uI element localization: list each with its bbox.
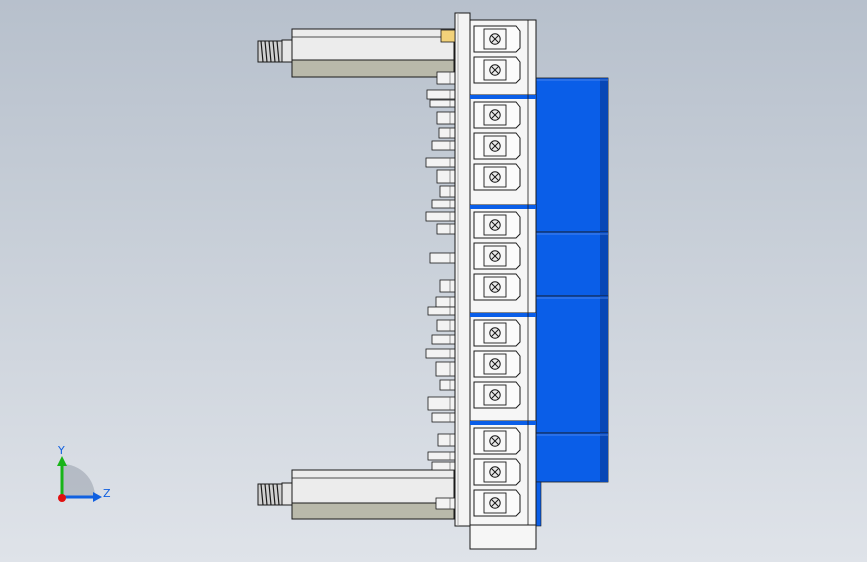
smd-component [427, 451, 456, 461]
relay [535, 432, 609, 483]
standoff-top [257, 28, 455, 78]
terminal-screw[interactable] [473, 56, 521, 84]
smd-component [436, 71, 456, 85]
pcb-components [425, 71, 456, 510]
standoffs [257, 28, 455, 520]
relay [535, 295, 609, 434]
thread-top [257, 40, 283, 63]
smd-component [427, 396, 456, 411]
terminal-screw[interactable] [473, 273, 521, 301]
smd-component [438, 127, 456, 139]
smd-component [436, 111, 456, 125]
terminal-screw[interactable] [473, 489, 521, 517]
terminal-screw[interactable] [473, 25, 521, 53]
smd-component [437, 433, 456, 447]
terminal-group [469, 19, 537, 96]
smd-component [436, 223, 456, 235]
terminal-group [469, 420, 537, 526]
axis-y-label: Y [57, 444, 65, 457]
smd-component [425, 157, 456, 168]
smd-component [439, 379, 456, 391]
smd-component [431, 199, 456, 209]
smd-component [435, 296, 456, 308]
smd-component [431, 334, 456, 345]
terminal-screw[interactable] [473, 319, 521, 347]
smd-component [431, 140, 456, 151]
terminal-block-base [469, 524, 537, 550]
terminal-screw[interactable] [473, 381, 521, 409]
thread-bottom [257, 483, 283, 506]
smd-component [427, 306, 456, 316]
smd-component [431, 461, 456, 471]
terminal-screw[interactable] [473, 211, 521, 239]
terminal-group [469, 204, 537, 314]
terminal-screw[interactable] [473, 458, 521, 486]
terminal-screw[interactable] [473, 163, 521, 191]
terminal-screw[interactable] [473, 350, 521, 378]
standoff-bottom [257, 469, 455, 520]
smd-component [436, 319, 456, 332]
terminal-screw[interactable] [473, 242, 521, 270]
smd-component [431, 412, 456, 423]
relays [535, 77, 609, 527]
smd-component [435, 361, 456, 377]
smd-component [429, 252, 456, 264]
terminal-screw[interactable] [473, 101, 521, 129]
terminal-group [469, 94, 537, 206]
smd-component [439, 279, 456, 293]
smd-component [435, 497, 456, 510]
terminal-block [469, 19, 537, 550]
relay [535, 231, 609, 297]
smd-component [436, 169, 456, 184]
relay [535, 77, 609, 233]
smd-component [425, 211, 456, 222]
smd-component [439, 185, 456, 198]
terminal-screw[interactable] [473, 132, 521, 160]
smd-component [426, 89, 456, 100]
axis-triad: Y Z [57, 444, 111, 502]
axis-z-label: Z [103, 487, 111, 500]
smd-component [429, 99, 456, 108]
terminal-screw[interactable] [473, 427, 521, 455]
terminal-group [469, 312, 537, 422]
smd-component [425, 348, 456, 359]
